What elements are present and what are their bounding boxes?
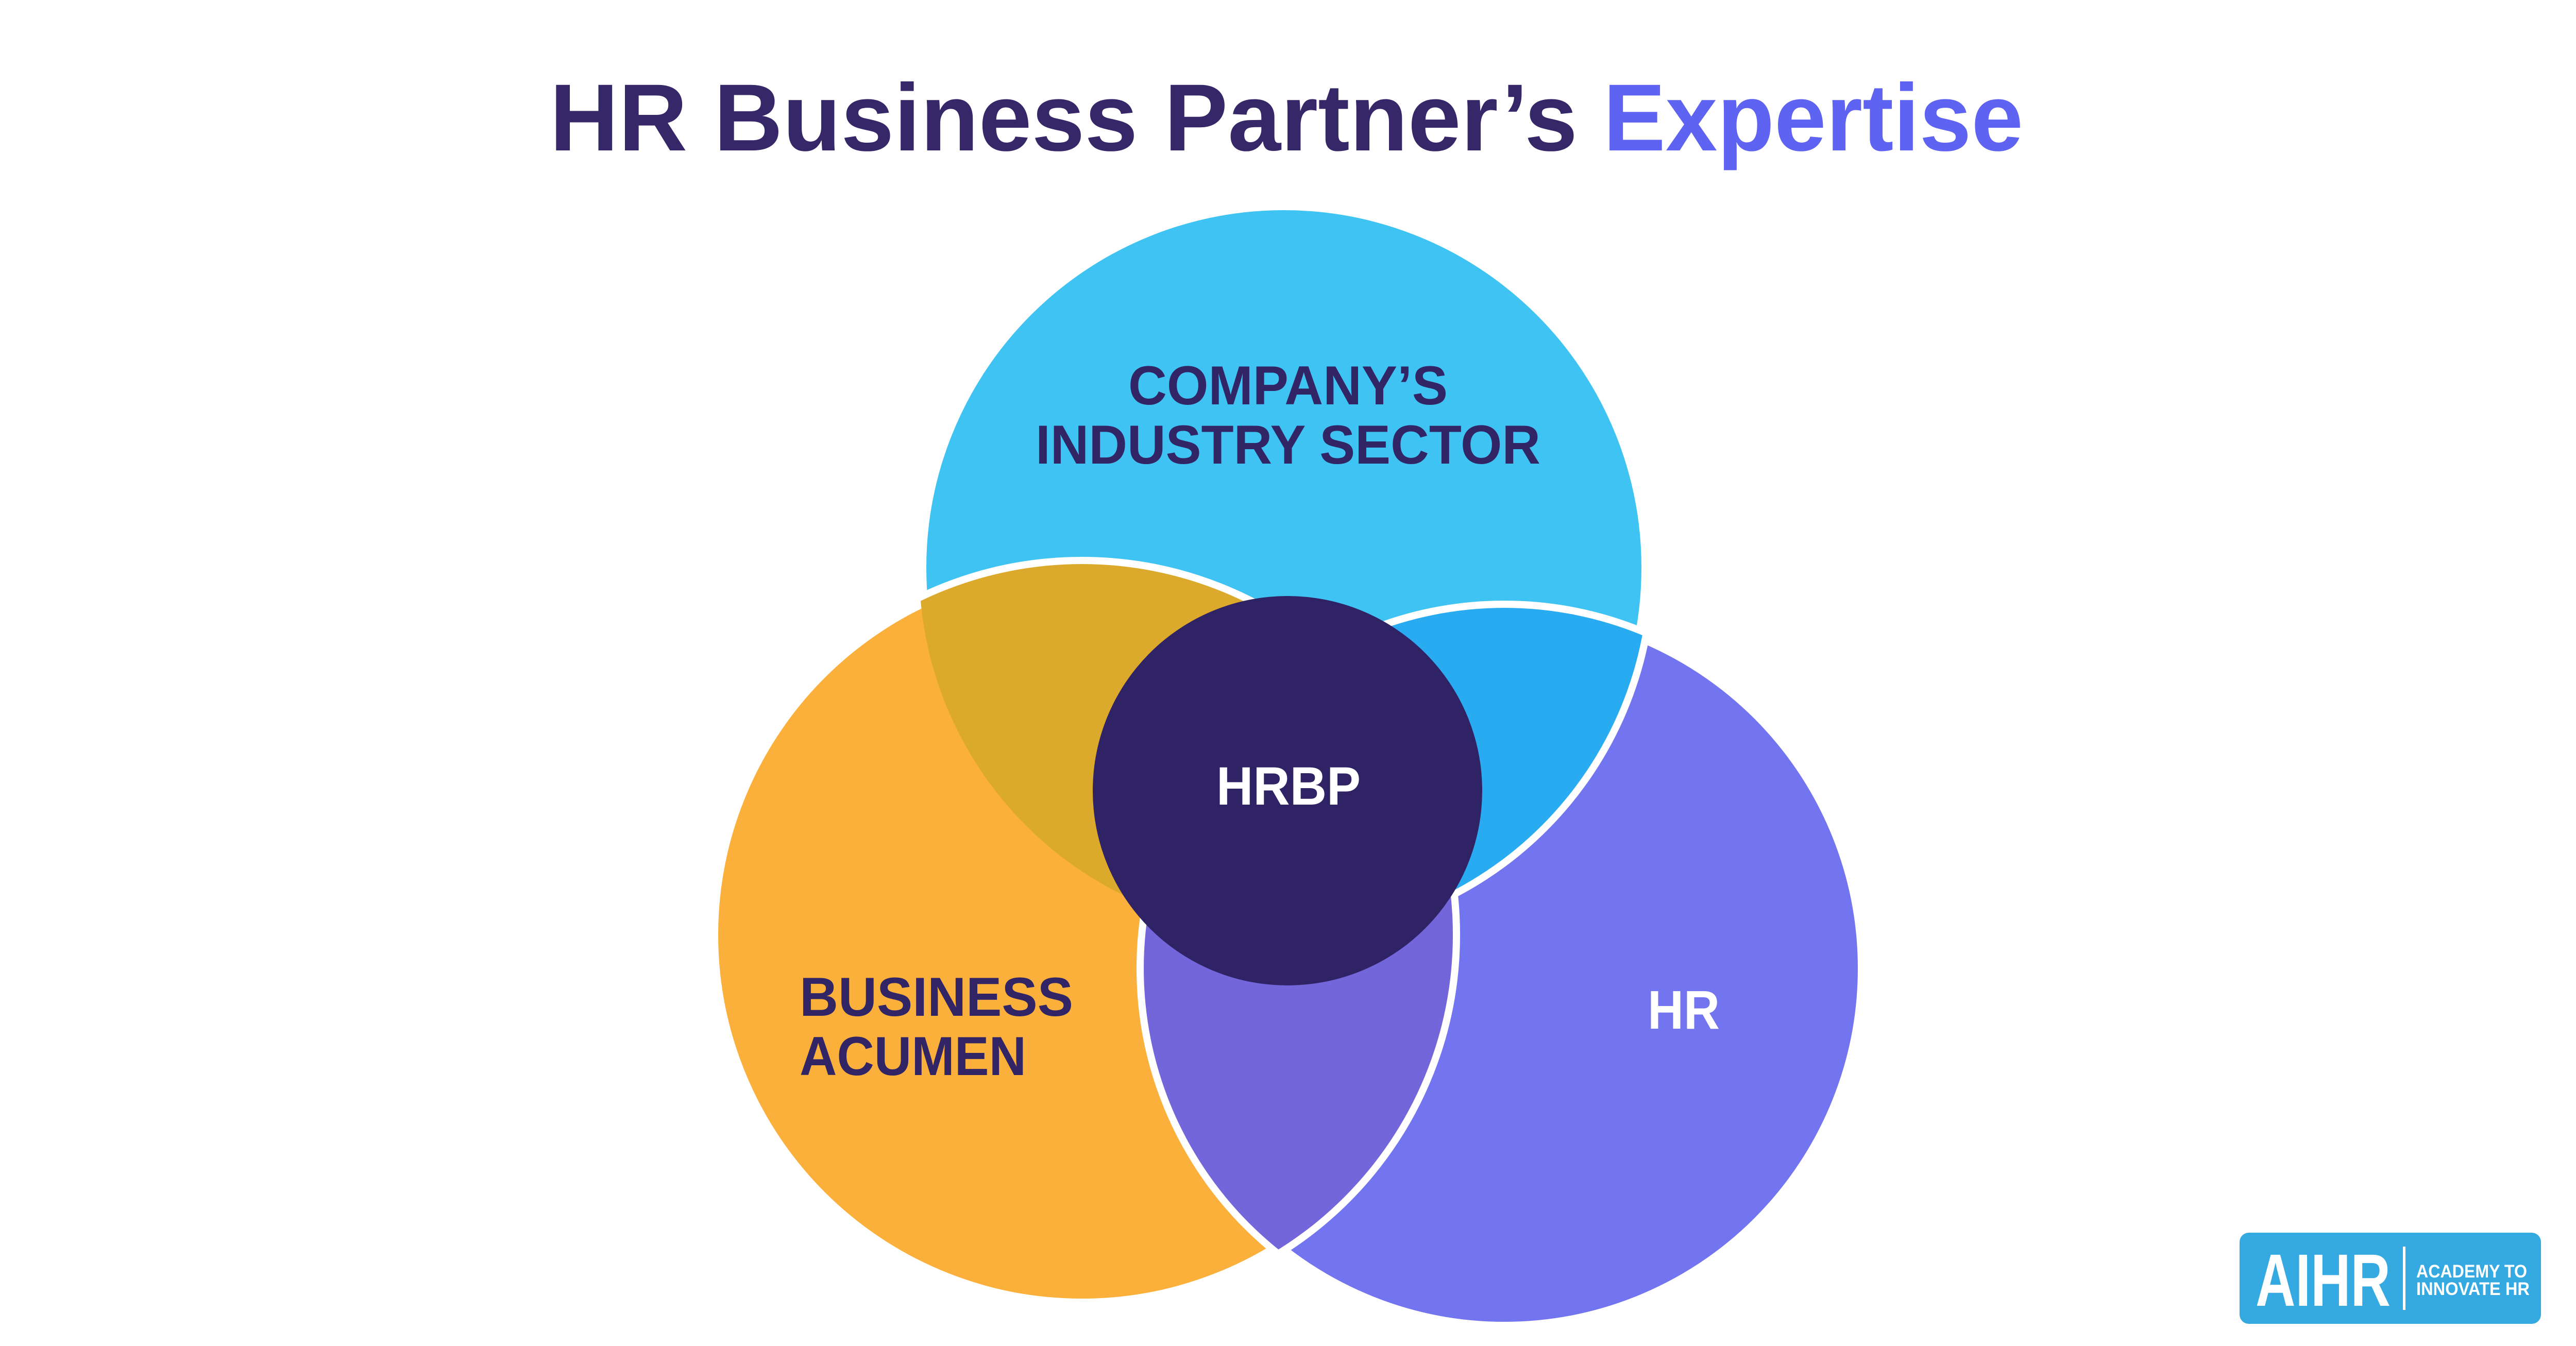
hrbp-label: HRBP — [1216, 756, 1361, 816]
page-title: HR Business Partner’s Expertise — [550, 65, 2023, 171]
logo-tagline-line1: ACADEMY TO — [2416, 1262, 2527, 1282]
logo-brand-text: AIHR — [2256, 1239, 2391, 1322]
industry-label-line2: INDUSTRY SECTOR — [1036, 414, 1540, 475]
logo-divider — [2403, 1247, 2405, 1310]
business-label-line2: ACUMEN — [800, 1025, 1026, 1087]
aihr-logo: AIHR ACADEMY TO INNOVATE HR — [2240, 1233, 2541, 1324]
hr-label: HR — [1648, 980, 1720, 1041]
hrbp-center-circle — [1093, 596, 1482, 985]
title-accent: Expertise — [1603, 65, 2023, 171]
logo-tagline-line2: INNOVATE HR — [2416, 1279, 2530, 1299]
logo-background — [2240, 1233, 2541, 1324]
title-prefix: HR Business Partner’s — [550, 65, 1578, 171]
industry-label-line1: COMPANY’S — [1128, 354, 1448, 416]
business-label-line1: BUSINESS — [800, 966, 1073, 1028]
